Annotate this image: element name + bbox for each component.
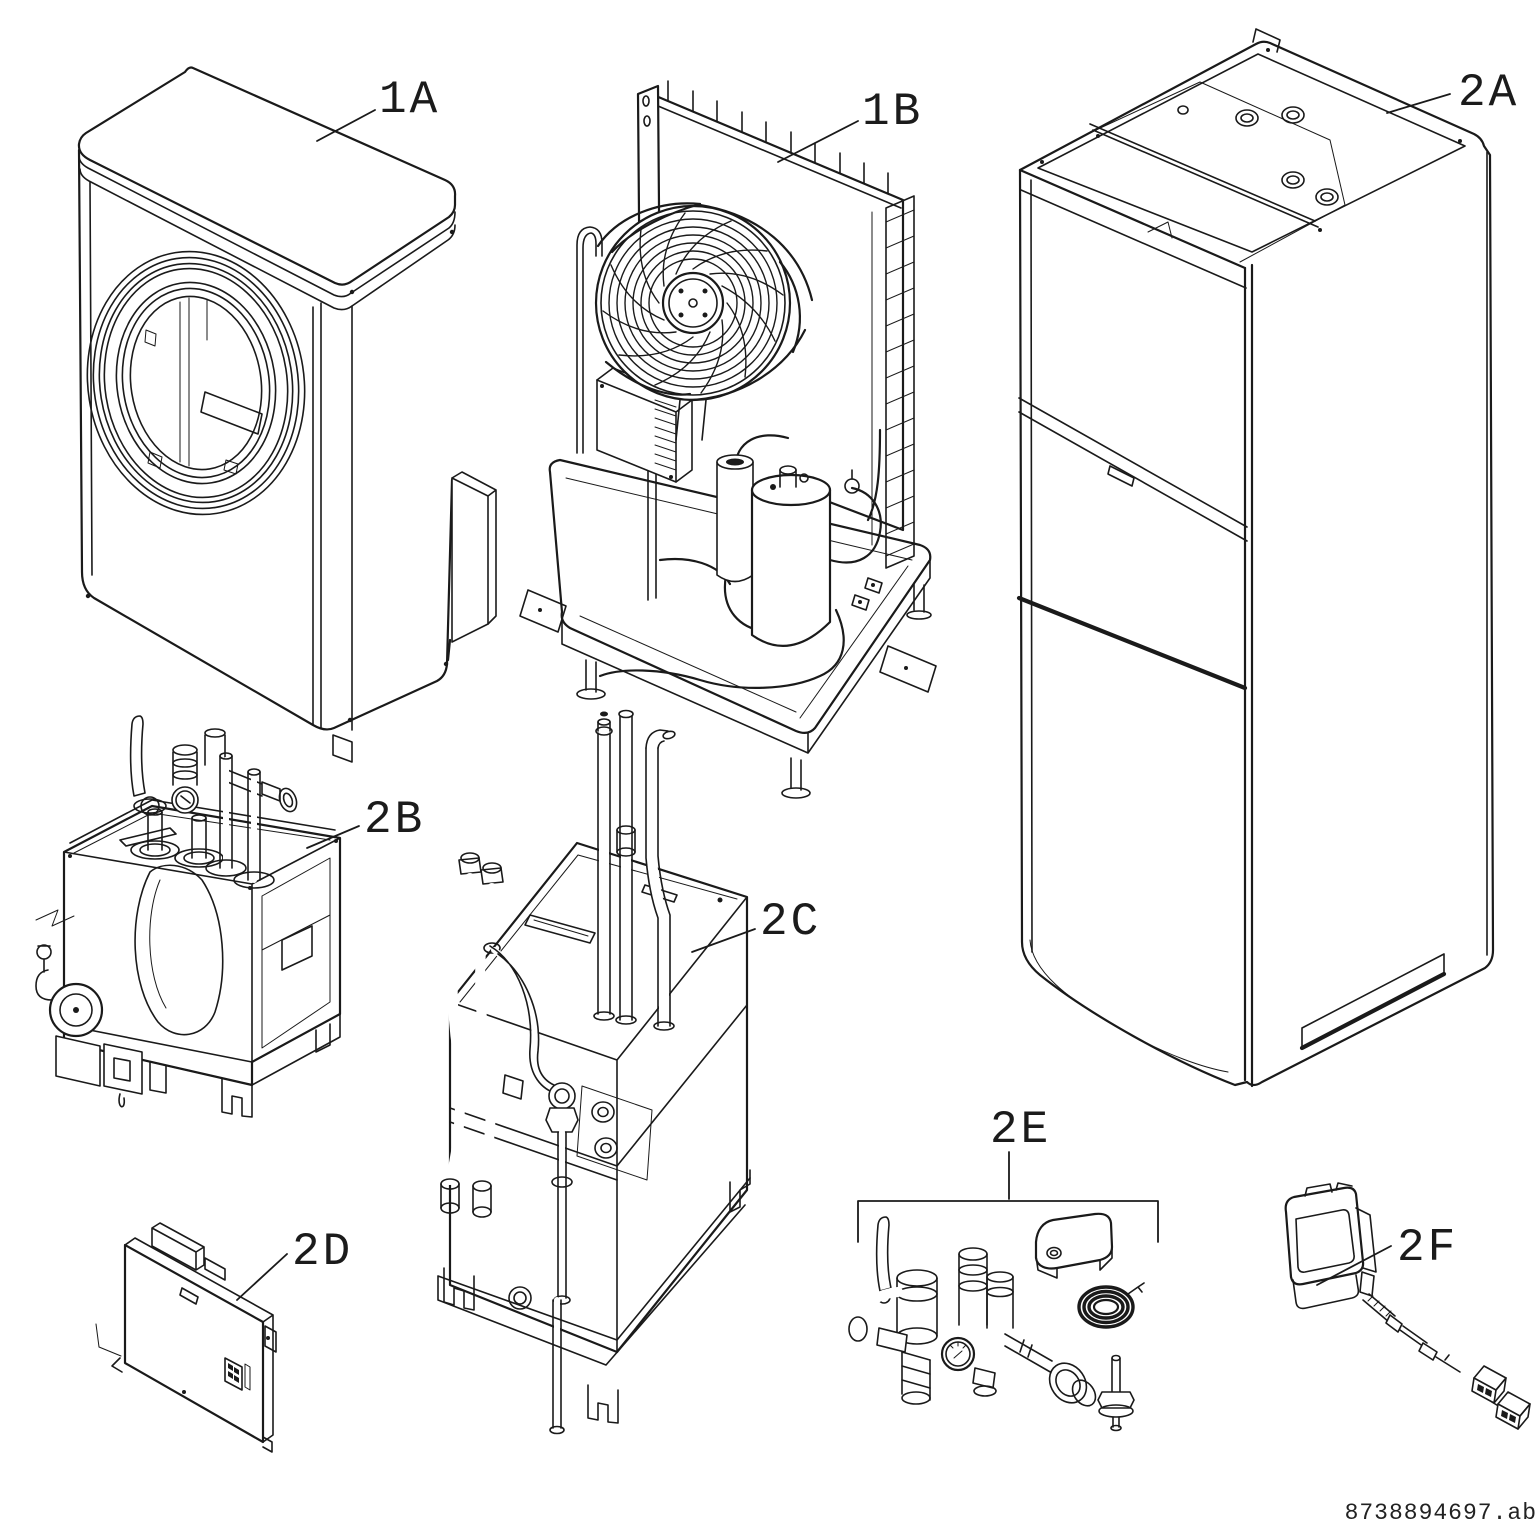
cable: [1362, 1293, 1531, 1430]
leader-lines: [236, 93, 1451, 1301]
label-2c: 2C: [760, 896, 822, 948]
label-1a: 1A: [379, 74, 441, 126]
kit-bracket: [857, 1200, 1159, 1243]
compressor: [716, 454, 832, 647]
pipes: [593, 709, 676, 1031]
base-frame: [437, 1169, 751, 1424]
front-valve: [483, 942, 579, 1435]
label-2a: 2A: [1458, 67, 1520, 119]
label-1b: 1B: [862, 86, 924, 138]
sensor-well: [1097, 1354, 1135, 1432]
base-tray: [519, 458, 937, 799]
fan: [594, 202, 814, 441]
document-number: 8738894697.ab: [1344, 1500, 1537, 1526]
cable-coil: [1077, 1282, 1145, 1329]
cover-cap: [1034, 1212, 1114, 1279]
part-2d-control-board: [95, 1222, 277, 1453]
label-2e: 2E: [990, 1104, 1052, 1156]
part-1a-outdoor-unit-casing: [77, 66, 497, 763]
safety-valve-group: [848, 1216, 1097, 1407]
flex-hoses: [440, 852, 504, 1218]
part-2a-indoor-unit-casing: [1016, 28, 1495, 1088]
label-2b: 2B: [364, 794, 426, 846]
part-2f-controller-cable: [1284, 1182, 1531, 1430]
coil-panel: [654, 80, 915, 569]
pump-assembly: [35, 909, 143, 1108]
label-2d: 2D: [292, 1226, 354, 1278]
part-1b-outdoor-unit-chassis: [519, 80, 937, 799]
part-2b-hydraulic-unit: [35, 715, 342, 1118]
label-2f: 2F: [1397, 1222, 1459, 1274]
part-2e-installation-kit: [848, 1212, 1145, 1432]
part-2c-tank-unit: [437, 709, 751, 1435]
valve-cluster: [129, 715, 298, 889]
